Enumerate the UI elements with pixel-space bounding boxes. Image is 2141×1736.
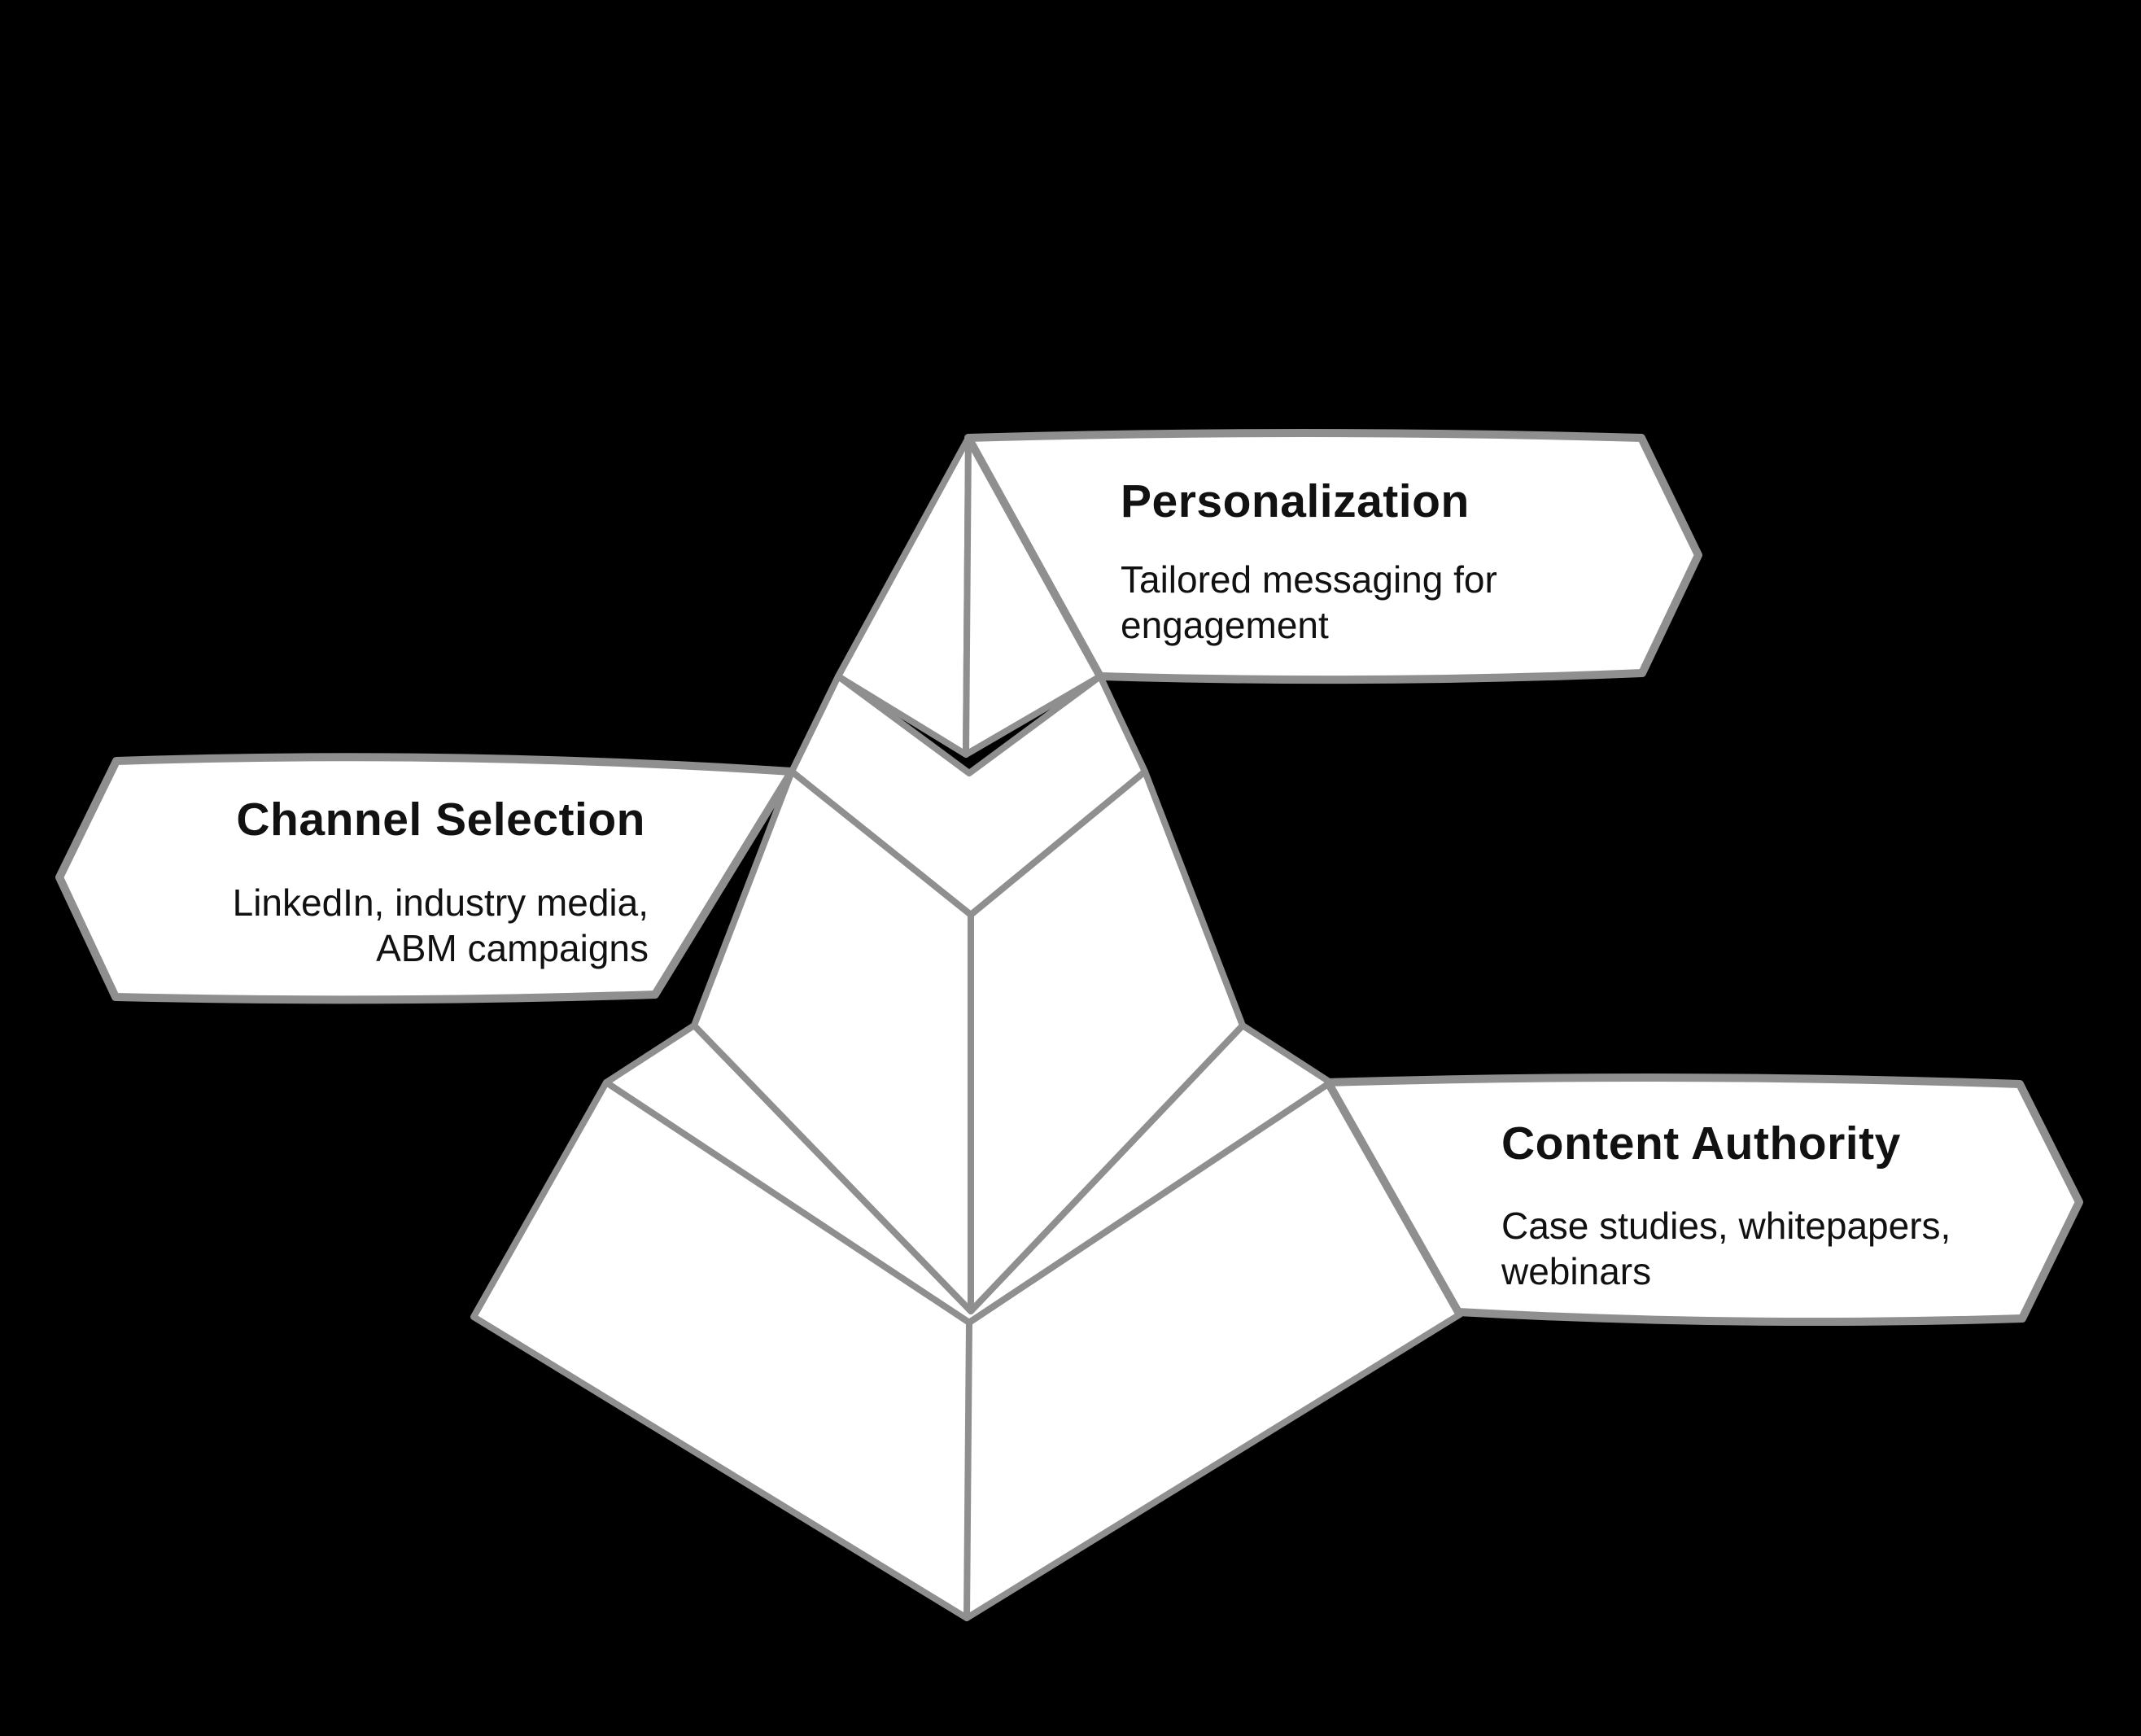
callout-personalization-desc-line2: engagement <box>1121 604 1329 646</box>
callout-personalization-title: Personalization <box>1121 475 1470 527</box>
callout-channel-selection-desc-line1: LinkedIn, industry media, <box>233 881 649 924</box>
callout-content-authority-desc-line1: Case studies, whitepapers, <box>1501 1205 1951 1247</box>
callout-channel-selection: Channel Selection LinkedIn, industry med… <box>55 753 796 1004</box>
callout-content-authority-title: Content Authority <box>1501 1117 1901 1170</box>
pyramid-tier-top <box>835 435 1103 758</box>
callout-personalization-shape <box>964 429 1702 684</box>
tier-bottom-front-corner-edge <box>963 1319 972 1621</box>
callout-personalization: Personalization Tailored messaging for e… <box>964 429 1702 684</box>
callout-channel-selection-title: Channel Selection <box>236 794 645 846</box>
pyramid-tier-middle <box>691 673 1246 1314</box>
callout-content-authority: Content Authority Case studies, whitepap… <box>1324 1073 2083 1327</box>
callout-content-authority-shape <box>1324 1073 2083 1327</box>
callout-channel-selection-shape <box>55 753 796 1004</box>
callout-channel-selection-desc-line2: ABM campaigns <box>376 927 649 969</box>
pyramid-tier-bottom <box>470 1022 1463 1621</box>
callout-personalization-desc-line1: Tailored messaging for <box>1121 558 1497 601</box>
callout-content-authority-desc-line2: webinars <box>1501 1250 1651 1292</box>
